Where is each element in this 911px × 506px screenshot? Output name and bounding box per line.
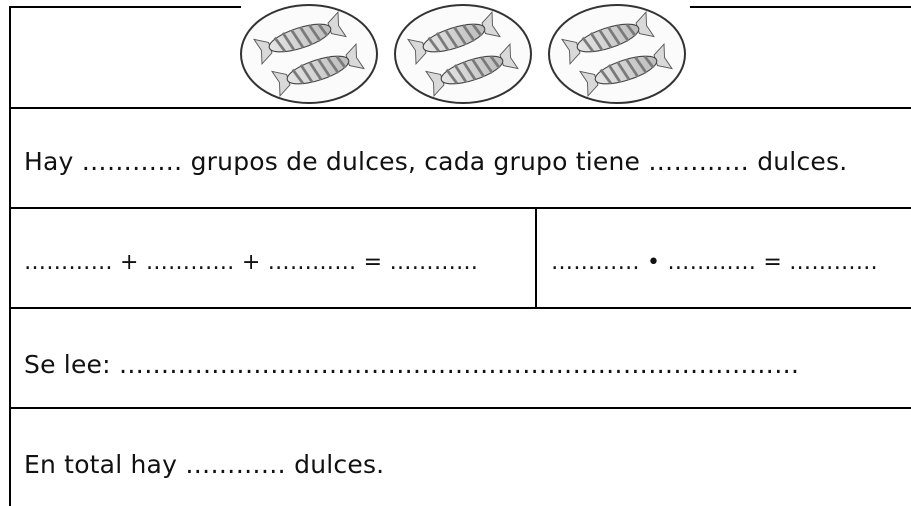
row-divider-2 <box>9 207 911 209</box>
table-left-border <box>9 6 11 506</box>
repeated-addition: ………… + ………… + ………… = ………… <box>24 250 479 275</box>
reading-line: Se lee: ……………………………………………………………………… <box>24 350 800 379</box>
row-divider-4 <box>9 407 911 409</box>
groups-sentence: Hay ………… grupos de dulces, cada grupo ti… <box>24 147 848 176</box>
total-sentence: En total hay ………… dulces. <box>24 450 385 479</box>
row-divider-3 <box>9 307 911 309</box>
candy-groups-illustration <box>240 4 686 104</box>
row-divider-1 <box>9 107 911 109</box>
column-divider <box>535 207 537 308</box>
table-top-border-left <box>9 6 241 8</box>
table-top-border-right <box>690 6 911 8</box>
candy-group-3 <box>548 4 686 104</box>
multiplication-expression: ………… • ………… = ………… <box>551 250 878 275</box>
candy-group-1 <box>240 4 378 104</box>
candy-group-2 <box>394 4 532 104</box>
